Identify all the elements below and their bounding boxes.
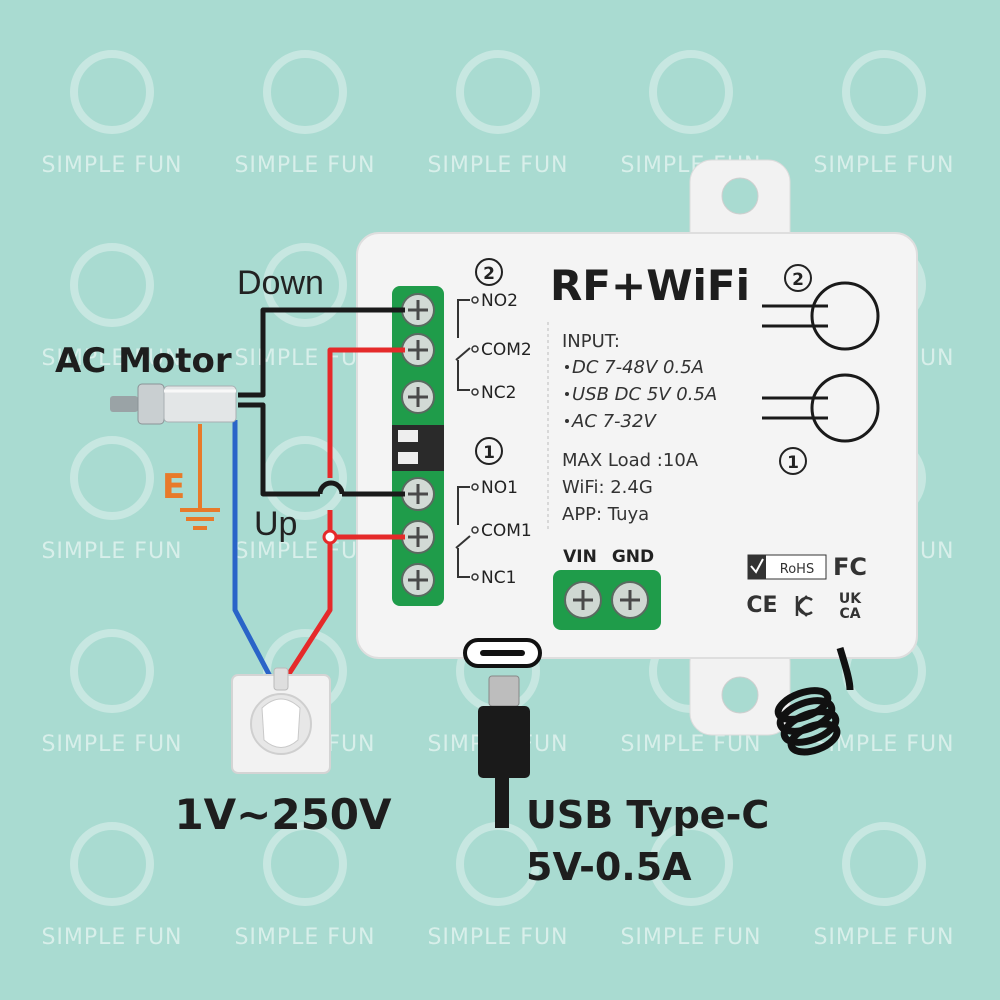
- wifi-spec: WiFi: 2.4G: [562, 477, 653, 498]
- terminal-block-outputs: [392, 286, 444, 606]
- watermark-logo-icon: [263, 243, 347, 327]
- up-label: Up: [254, 505, 297, 543]
- relay-module-body: [356, 232, 918, 659]
- gnd-label: GND: [612, 547, 654, 567]
- watermark-logo-icon: [70, 436, 154, 520]
- svg-text:2: 2: [483, 264, 495, 284]
- terminal-screw-6: [401, 563, 435, 597]
- usb-c-port-icon: [463, 638, 542, 668]
- input-usb: USB DC 5V 0.5A: [572, 384, 717, 405]
- mounting-tab-bottom: [689, 639, 791, 736]
- terminal-label-no1: NO1: [481, 478, 518, 498]
- watermark-text: SIMPLE FUN: [620, 732, 761, 757]
- svg-text:1: 1: [787, 453, 799, 473]
- watermark-text: SIMPLE FUN: [41, 925, 182, 950]
- terminal-screws: [401, 293, 435, 597]
- terminal-label-com1: COM1: [481, 521, 532, 541]
- usb-c-cable-icon: [478, 675, 530, 828]
- kc-mark-icon: [795, 595, 813, 617]
- down-label: Down: [237, 264, 324, 302]
- wire-blue: [232, 420, 275, 682]
- vin-label: VIN: [563, 547, 597, 567]
- device-title: RF+WiFi: [550, 261, 750, 310]
- watermark-text: SIMPLE FUN: [427, 153, 568, 178]
- certification-marks: RoHS FC CE UK CA: [746, 553, 867, 622]
- antenna-coil-icon: [774, 647, 854, 756]
- watermark-text: SIMPLE FUN: [427, 925, 568, 950]
- watermark-text: SIMPLE FUN: [41, 346, 182, 371]
- channel-1-badge: 1: [475, 437, 503, 465]
- ac-motor-icon: [110, 383, 237, 425]
- watermark-text: SIMPLE FUN: [41, 732, 182, 757]
- watermark-logo-icon: [842, 50, 926, 134]
- watermark-logo-icon: [70, 243, 154, 327]
- uk-mark: UK: [839, 591, 862, 607]
- watermark-text: SIMPLE FUN: [813, 153, 954, 178]
- earth-label: E: [162, 467, 185, 507]
- wiring: [232, 307, 405, 682]
- terminal-screw-1: [401, 293, 435, 327]
- watermark-logo-icon: [842, 822, 926, 906]
- watermark-text: SIMPLE FUN: [234, 925, 375, 950]
- wire-red-com2: [327, 347, 405, 478]
- ce-mark: CE: [746, 593, 777, 618]
- svg-text:2: 2: [792, 270, 804, 290]
- watermark-logo-icon: [70, 629, 154, 713]
- watermark-text: SIMPLE FUN: [620, 925, 761, 950]
- terminal-block-power: [553, 570, 661, 630]
- ca-mark: CA: [839, 606, 860, 622]
- rohs-mark: RoHS: [780, 562, 814, 577]
- terminal-screw-2: [401, 333, 435, 367]
- wire-black-up: [238, 402, 320, 497]
- voltage-label: 1V~250V: [174, 790, 392, 839]
- app-spec: APP: Tuya: [562, 504, 649, 525]
- button-1[interactable]: 1: [762, 373, 880, 475]
- watermark-logo-icon: [456, 50, 540, 134]
- wire-black-down: [238, 307, 405, 398]
- usb-label-line1: USB Type-C: [526, 793, 769, 837]
- watermark-text: SIMPLE FUN: [234, 153, 375, 178]
- terminal-label-nc1: NC1: [481, 568, 516, 588]
- watermark-text: SIMPLE FUN: [234, 539, 375, 564]
- watermark-logo-icon: [70, 50, 154, 134]
- power-socket-icon: [231, 667, 331, 774]
- terminal-label-nc2: NC2: [481, 383, 516, 403]
- terminal-brackets: [455, 299, 471, 578]
- watermark-text: SIMPLE FUN: [41, 539, 182, 564]
- watermark-logo-icon: [649, 50, 733, 134]
- terminal-screw-4: [401, 477, 435, 511]
- max-load: MAX Load :10A: [562, 450, 699, 471]
- watermark-logo-icon: [263, 50, 347, 134]
- earth-ground-icon: [180, 424, 220, 530]
- terminal-label-no2: NO2: [481, 291, 518, 311]
- svg-text:1: 1: [483, 443, 495, 463]
- watermark-logo-icon: [456, 822, 540, 906]
- watermark-text: SIMPLE FUN: [813, 925, 954, 950]
- motor-label: AC Motor: [55, 341, 232, 381]
- terminal-screw-5: [401, 520, 435, 554]
- usb-label-line2: 5V-0.5A: [526, 845, 692, 889]
- channel-2-badge: 2: [475, 258, 503, 286]
- button-2[interactable]: 2: [762, 264, 880, 351]
- terminal-screw-3: [401, 380, 435, 414]
- input-label: INPUT:: [562, 331, 620, 352]
- input-dc: DC 7-48V 0.5A: [572, 357, 704, 378]
- watermark-logo-icon: [70, 822, 154, 906]
- fc-mark: FC: [833, 553, 867, 581]
- watermark-text: SIMPLE FUN: [41, 153, 182, 178]
- watermark-logo-icon: [649, 822, 733, 906]
- input-ac: AC 7-32V: [571, 411, 657, 432]
- watermark-logo-icon: [263, 436, 347, 520]
- terminal-label-com2: COM2: [481, 340, 532, 360]
- watermark-logo-icon: [263, 822, 347, 906]
